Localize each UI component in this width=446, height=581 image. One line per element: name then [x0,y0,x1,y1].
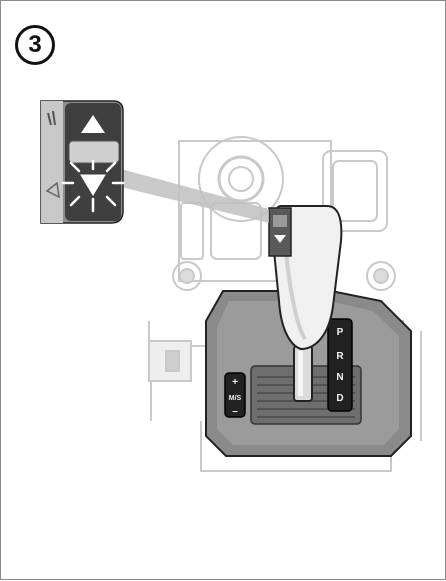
gear-position-r: R [336,351,344,362]
gear-position-d: D [336,393,343,404]
gear-position-n: N [336,372,343,383]
callout-zoom-panel [41,101,123,223]
manual-minus-label: – [232,406,238,417]
manual-mode-gate: + M/S – [225,373,245,417]
manual-mode-label: M/S [229,395,242,402]
gear-position-gate: P R N D [328,319,352,411]
manual-plus-label: + [232,377,238,388]
gear-position-p: P [337,327,344,338]
callout-leader [121,169,269,223]
